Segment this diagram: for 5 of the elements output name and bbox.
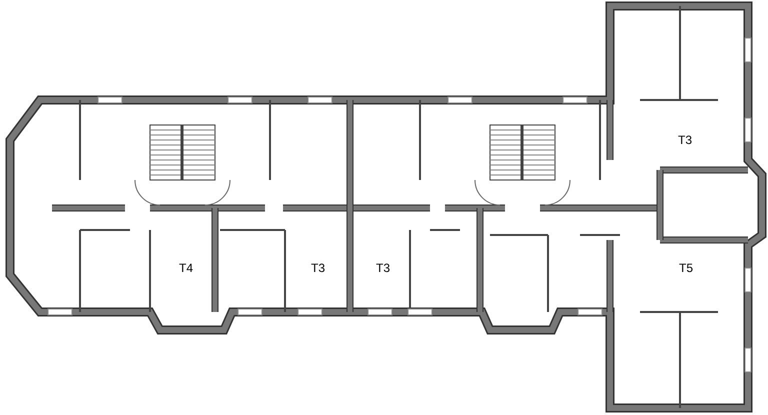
room-label: T5 (679, 262, 693, 274)
room-label: T3 (376, 262, 390, 274)
room-label: T3 (678, 134, 692, 146)
room-label: T4 (179, 262, 193, 274)
room-label: T3 (311, 262, 325, 274)
